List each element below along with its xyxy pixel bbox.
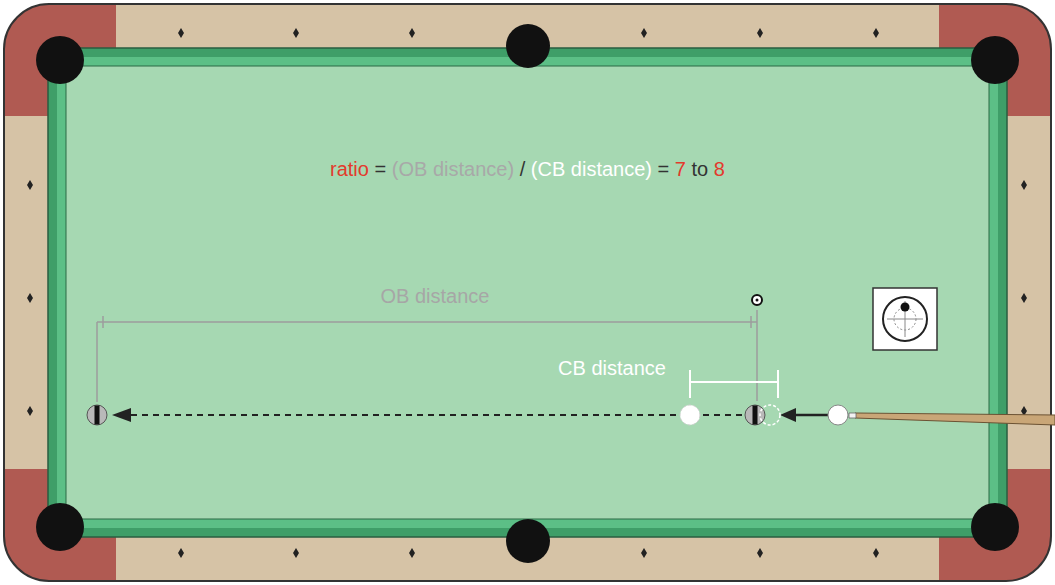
target-marker xyxy=(752,295,762,305)
ratio-value: 8 xyxy=(714,158,725,180)
rail-diamond xyxy=(641,548,647,558)
bracket-line xyxy=(689,370,691,398)
ob-distance-bracket xyxy=(97,310,757,402)
dimension-label: OB distance xyxy=(381,285,490,307)
rail-diamond xyxy=(178,548,184,558)
ghost-ball xyxy=(760,405,780,425)
rail-diamond xyxy=(873,28,879,38)
rail-diamond xyxy=(27,293,33,303)
rail-diamonds xyxy=(27,28,1027,558)
cushion xyxy=(48,48,1007,537)
tip-position-icon xyxy=(873,288,937,350)
rail-diamond xyxy=(409,28,415,38)
object-ball-path xyxy=(128,414,742,416)
cue-stick xyxy=(855,413,1055,425)
target-dot xyxy=(756,299,759,302)
equals-sign: = xyxy=(658,158,670,180)
dimension-label: CB distance xyxy=(558,357,666,379)
ratio-value: 7 xyxy=(675,158,686,180)
object-ball-start xyxy=(745,405,765,425)
ratio-word: to xyxy=(692,158,709,180)
pocket xyxy=(506,24,550,68)
rail-diamond xyxy=(27,406,33,416)
rail-diamond xyxy=(641,28,647,38)
rail-diamond xyxy=(293,28,299,38)
bracket-line xyxy=(97,321,757,323)
bracket-line xyxy=(756,310,758,401)
rail-diamond xyxy=(27,180,33,190)
rail-diamond xyxy=(873,548,879,558)
cue-ball-path xyxy=(792,414,828,417)
cloth xyxy=(66,66,989,519)
pockets xyxy=(36,24,1019,563)
pocket xyxy=(971,36,1019,84)
arrow-head xyxy=(112,408,131,422)
cue-tip xyxy=(849,413,856,418)
cushion-face xyxy=(57,57,998,528)
bracket-tick xyxy=(750,316,752,328)
rail-diamond xyxy=(1021,293,1027,303)
table-rail xyxy=(4,4,1051,581)
pocket xyxy=(971,503,1019,551)
bracket-line xyxy=(777,370,779,398)
rail-diamond xyxy=(757,548,763,558)
ratio-formula: ratio=(OB distance)/(CB distance)=7to8 xyxy=(0,158,1055,180)
bracket-tick xyxy=(102,316,104,328)
pocket xyxy=(36,503,84,551)
cb-distance-bracket xyxy=(690,370,778,398)
bracket-line xyxy=(690,381,778,383)
equals-sign: = xyxy=(375,158,387,180)
formula-term: (OB distance) xyxy=(392,158,514,180)
rail-diamond xyxy=(757,28,763,38)
rail-diamond xyxy=(293,548,299,558)
pocket xyxy=(36,36,84,84)
object-ball-final xyxy=(87,405,107,425)
bracket-line xyxy=(96,322,98,402)
division-sign: / xyxy=(520,158,526,180)
formula-term: (CB distance) xyxy=(531,158,652,180)
rail-outline xyxy=(4,4,1051,581)
rail-diamond xyxy=(1021,180,1027,190)
ratio-word: ratio xyxy=(330,158,369,180)
pocket xyxy=(506,519,550,563)
rail-diamond xyxy=(409,548,415,558)
arrow-head xyxy=(780,408,796,422)
cue-ball xyxy=(828,405,848,425)
rail-corners xyxy=(4,4,1051,581)
cue-ball-final xyxy=(680,405,700,425)
rail-diamond xyxy=(178,28,184,38)
